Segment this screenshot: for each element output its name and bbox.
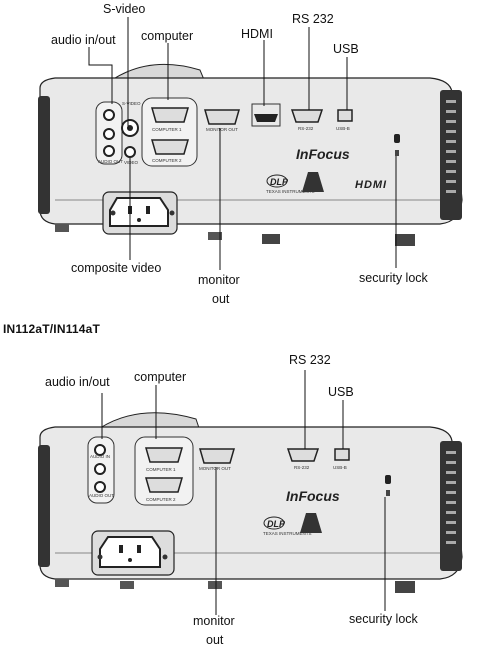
top-hdmi-logo: HDMI [355,179,387,191]
bottom-3d-logo [300,513,322,533]
top-projector-diagram: AUDIO OUT S-VIDEO VIDEO COMPUTER 1 COMPU… [38,17,463,270]
bottom-port-usb-label: USB-B [333,465,347,470]
bottom-label-computer: computer [134,370,187,384]
bottom-projector-diagram: AUDIO IN AUDIO OUT COMPUTER 1 COMPUTER 2… [38,370,463,615]
svg-text:TEXAS INSTRUMENTS: TEXAS INSTRUMENTS [263,531,312,536]
top-label-monitor: monitor [198,273,240,287]
bottom-label-usb: USB [328,385,354,399]
bottom-label-audio-in-out: audio in/out [45,375,110,389]
top-dlp-logo: DLP TEXAS INSTRUMENTS [266,174,315,194]
top-label-s-video: S-video [103,2,146,16]
bottom-label-out: out [206,633,224,647]
bottom-label-security-lock: security lock [349,612,418,626]
bottom-brand-logo: InFocus [286,488,340,504]
svg-text:DLP: DLP [267,519,286,529]
top-label-audio-in-out: audio in/out [51,33,116,47]
top-label-usb: USB [333,42,359,56]
top-port-computer2-label: COMPUTER 2 [152,158,182,163]
top-label-hdmi: HDMI [241,27,273,41]
svg-text:DLP: DLP [270,177,289,187]
top-label-out: out [212,292,230,306]
top-brand-logo: InFocus [296,146,350,162]
top-port-rs232-label: RS-232 [298,126,314,131]
bottom-label-rs232: RS 232 [289,353,331,367]
top-port-s-video-label: S-VIDEO [122,101,141,106]
svg-text:TEXAS INSTRUMENTS: TEXAS INSTRUMENTS [266,189,315,194]
top-label-composite-video: composite video [71,261,162,275]
top-label-rs232: RS 232 [292,12,334,26]
model-heading: IN112aT/IN114aT [3,322,101,336]
bottom-port-computer2-label: COMPUTER 2 [146,497,176,502]
top-label-security-lock: security lock [359,271,428,285]
bottom-port-rs232-label: RS-232 [294,465,310,470]
top-label-computer: computer [141,29,194,43]
top-port-computer1-label: COMPUTER 1 [152,127,182,132]
bottom-port-computer1-label: COMPUTER 1 [146,467,176,472]
top-3d-logo [302,172,324,192]
bottom-label-monitor: monitor [193,614,235,628]
top-port-audio-out-label: AUDIO OUT [98,159,123,164]
bottom-dlp-logo: DLP TEXAS INSTRUMENTS [263,516,312,536]
bottom-port-monitor-out-label: MONITOR OUT [199,466,231,471]
bottom-port-audio-in-label: AUDIO IN [90,454,110,459]
top-port-usb-label: USB-B [336,126,350,131]
top-port-video-label: VIDEO [124,160,139,165]
top-port-monitor-out-label: MONITOR OUT [206,127,238,132]
bottom-port-audio-out-label: AUDIO OUT [89,493,114,498]
